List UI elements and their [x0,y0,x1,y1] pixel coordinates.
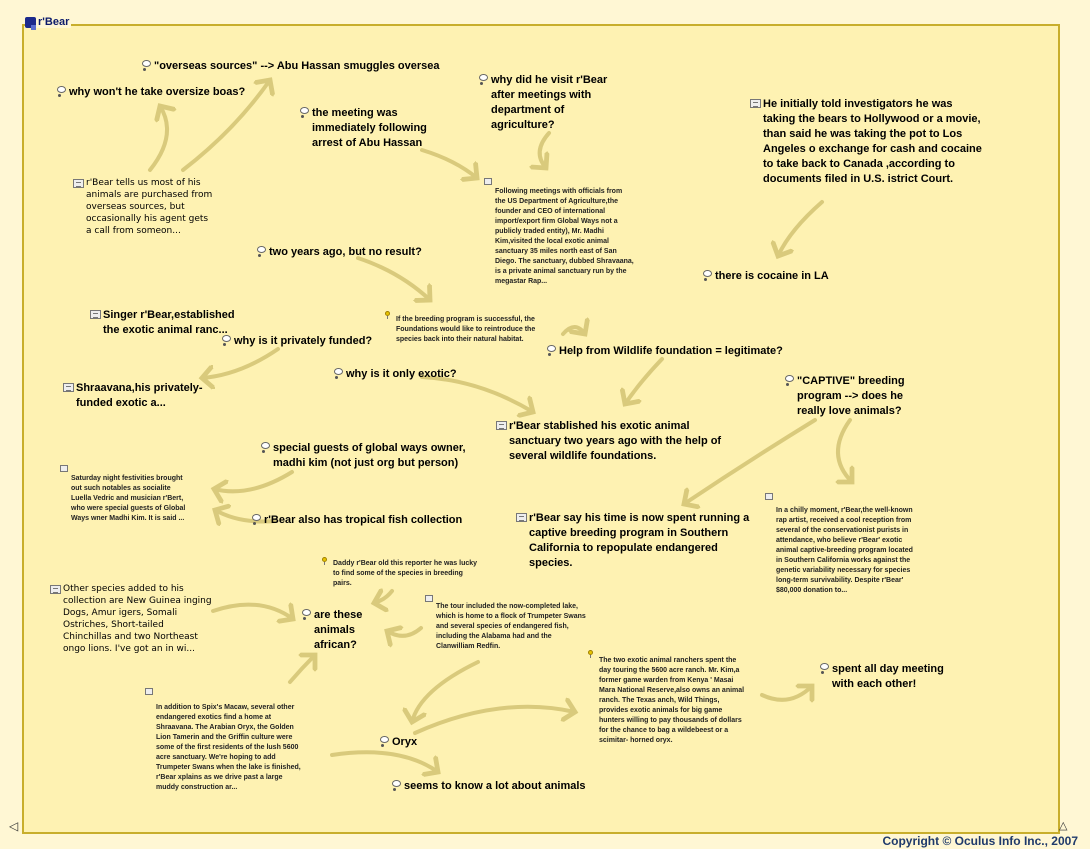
node-text: The tour included the now-completed lake… [436,603,586,650]
document-icon [425,595,433,602]
document-icon [765,493,773,500]
document-node[interactable]: In addition to Spix's Macaw, several oth… [145,688,305,793]
node-text: The two exotic animal ranchers spent the… [599,657,745,744]
note-node[interactable]: Singer r'Bear,established the exotic ani… [90,308,240,338]
node-text: there is cocaine in LA [715,270,829,282]
note-icon [50,585,61,594]
thought-node[interactable]: "overseas sources" --> Abu Hassan smuggl… [142,59,439,74]
node-text: the meeting was immediately following ar… [312,107,427,149]
lightbulb-icon [385,311,390,319]
computer-icon [25,16,36,30]
node-text: Saturday night festivities brought out s… [71,475,186,522]
document-node[interactable]: Saturday night festivities brought out s… [60,465,190,524]
document-node[interactable]: Following meetings with officials from t… [484,178,634,287]
node-text: Oryx [392,736,418,748]
document-icon [484,178,492,185]
node-text: are these animals african? [314,609,363,651]
note-node[interactable]: r'Bear tells us most of his animals are … [73,177,213,237]
triangle-up-icon[interactable]: △ [1059,820,1068,832]
note-icon [516,513,527,522]
node-text: r'Bear say his time is now spent running… [529,512,750,569]
copyright-text: Copyright © Oculus Info Inc., 2007 [882,834,1078,848]
thought-bubble-icon [820,663,830,675]
thought-node[interactable]: Oryx [380,735,417,750]
thought-node[interactable]: spent all day meeting with each other! [820,662,960,692]
note-node[interactable]: r'Bear stablished his exotic animal sanc… [496,419,724,464]
node-text: Daddy r'Bear old this reporter he was lu… [333,560,478,587]
thought-node[interactable]: are these animals african? [302,608,382,653]
node-text: Singer r'Bear,established the exotic ani… [103,309,235,336]
document-node[interactable]: The tour included the now-completed lake… [425,595,590,652]
node-text: why won't he take oversize boas? [69,86,246,98]
thought-node[interactable]: why did he visit r'Bear after meetings w… [479,73,624,133]
note-icon [63,383,74,392]
lightbulb-icon [322,557,327,565]
thought-bubble-icon [57,86,67,98]
node-text: He initially told investigators he was t… [763,98,982,185]
node-text: two years ago, but no result? [269,246,422,258]
thought-node[interactable]: why is it only exotic? [334,367,457,382]
note-node[interactable]: r'Bear say his time is now spent running… [516,511,751,571]
thought-node[interactable]: the meeting was immediately following ar… [300,106,450,151]
insight-node[interactable]: Daddy r'Bear old this reporter he was lu… [322,557,482,589]
thought-bubble-icon [334,368,344,380]
document-icon [60,465,68,472]
thought-node[interactable]: there is cocaine in LA [703,269,829,284]
thought-node[interactable]: two years ago, but no result? [257,245,422,260]
node-text: Help from Wildlife foundation = legitima… [559,345,783,357]
document-icon [145,688,153,695]
insight-node[interactable]: The two exotic animal ranchers spent the… [588,650,748,746]
node-text: Other species added to his collection ar… [63,584,212,654]
node-text: why is it privately funded? [234,335,373,347]
node-text: seems to know a lot about animals [404,780,586,792]
note-icon [90,310,101,319]
thought-node[interactable]: special guests of global ways owner, mad… [261,441,486,471]
thought-bubble-icon [300,107,310,119]
node-text: In addition to Spix's Macaw, several oth… [156,704,301,791]
node-text: why did he visit r'Bear after meetings w… [491,74,608,131]
thought-bubble-icon [703,270,713,282]
document-node[interactable]: In a chilly moment, r'Bear,the well-know… [765,493,920,596]
node-text: r'Bear tells us most of his animals are … [86,178,213,236]
node-text: special guests of global ways owner, mad… [273,442,466,469]
thought-bubble-icon [261,442,271,454]
panel-title: r'Bear [25,16,72,30]
node-text: Following meetings with officials from t… [495,188,634,285]
thought-bubble-icon [380,736,390,748]
thought-bubble-icon [222,335,232,347]
thought-bubble-icon [252,514,262,526]
note-icon [750,99,761,108]
node-text: "overseas sources" --> Abu Hassan smuggl… [154,60,440,72]
note-icon [73,179,84,188]
thought-node[interactable]: seems to know a lot about animals [392,779,586,794]
thought-bubble-icon [392,780,402,792]
thought-bubble-icon [479,74,489,86]
node-text: r'Bear stablished his exotic animal sanc… [509,420,722,462]
thought-node[interactable]: r'Bear also has tropical fish collection [252,513,462,528]
thought-bubble-icon [257,246,267,258]
thought-bubble-icon [142,60,152,72]
node-text: why is it only exotic? [346,368,457,380]
note-node[interactable]: Other species added to his collection ar… [50,583,215,655]
lightbulb-icon [588,650,593,658]
node-text: "CAPTIVE" breeding program --> does he r… [797,375,905,417]
thought-bubble-icon [547,345,557,357]
insight-node[interactable]: If the breeding program is successful, t… [385,311,540,345]
thought-node[interactable]: "CAPTIVE" breeding program --> does he r… [785,374,915,419]
node-text: spent all day meeting with each other! [832,663,944,690]
panel-title-text: r'Bear [38,16,70,28]
node-text: Shraavana,his privately-funded exotic a.… [76,382,203,409]
thought-node[interactable]: Help from Wildlife foundation = legitima… [547,344,783,359]
thought-node[interactable]: why is it privately funded? [222,334,372,349]
node-text: r'Bear also has tropical fish collection [264,514,463,526]
thought-bubble-icon [785,375,795,387]
thought-node[interactable]: why won't he take oversize boas? [57,85,245,100]
node-text: In a chilly moment, r'Bear,the well-know… [776,507,913,594]
note-icon [496,421,507,430]
note-node[interactable]: He initially told investigators he was t… [750,97,982,187]
node-text: If the breeding program is successful, t… [396,316,536,343]
triangle-left-icon[interactable]: ◁ [9,819,19,833]
note-node[interactable]: Shraavana,his privately-funded exotic a.… [63,381,223,411]
thought-bubble-icon [302,609,312,621]
